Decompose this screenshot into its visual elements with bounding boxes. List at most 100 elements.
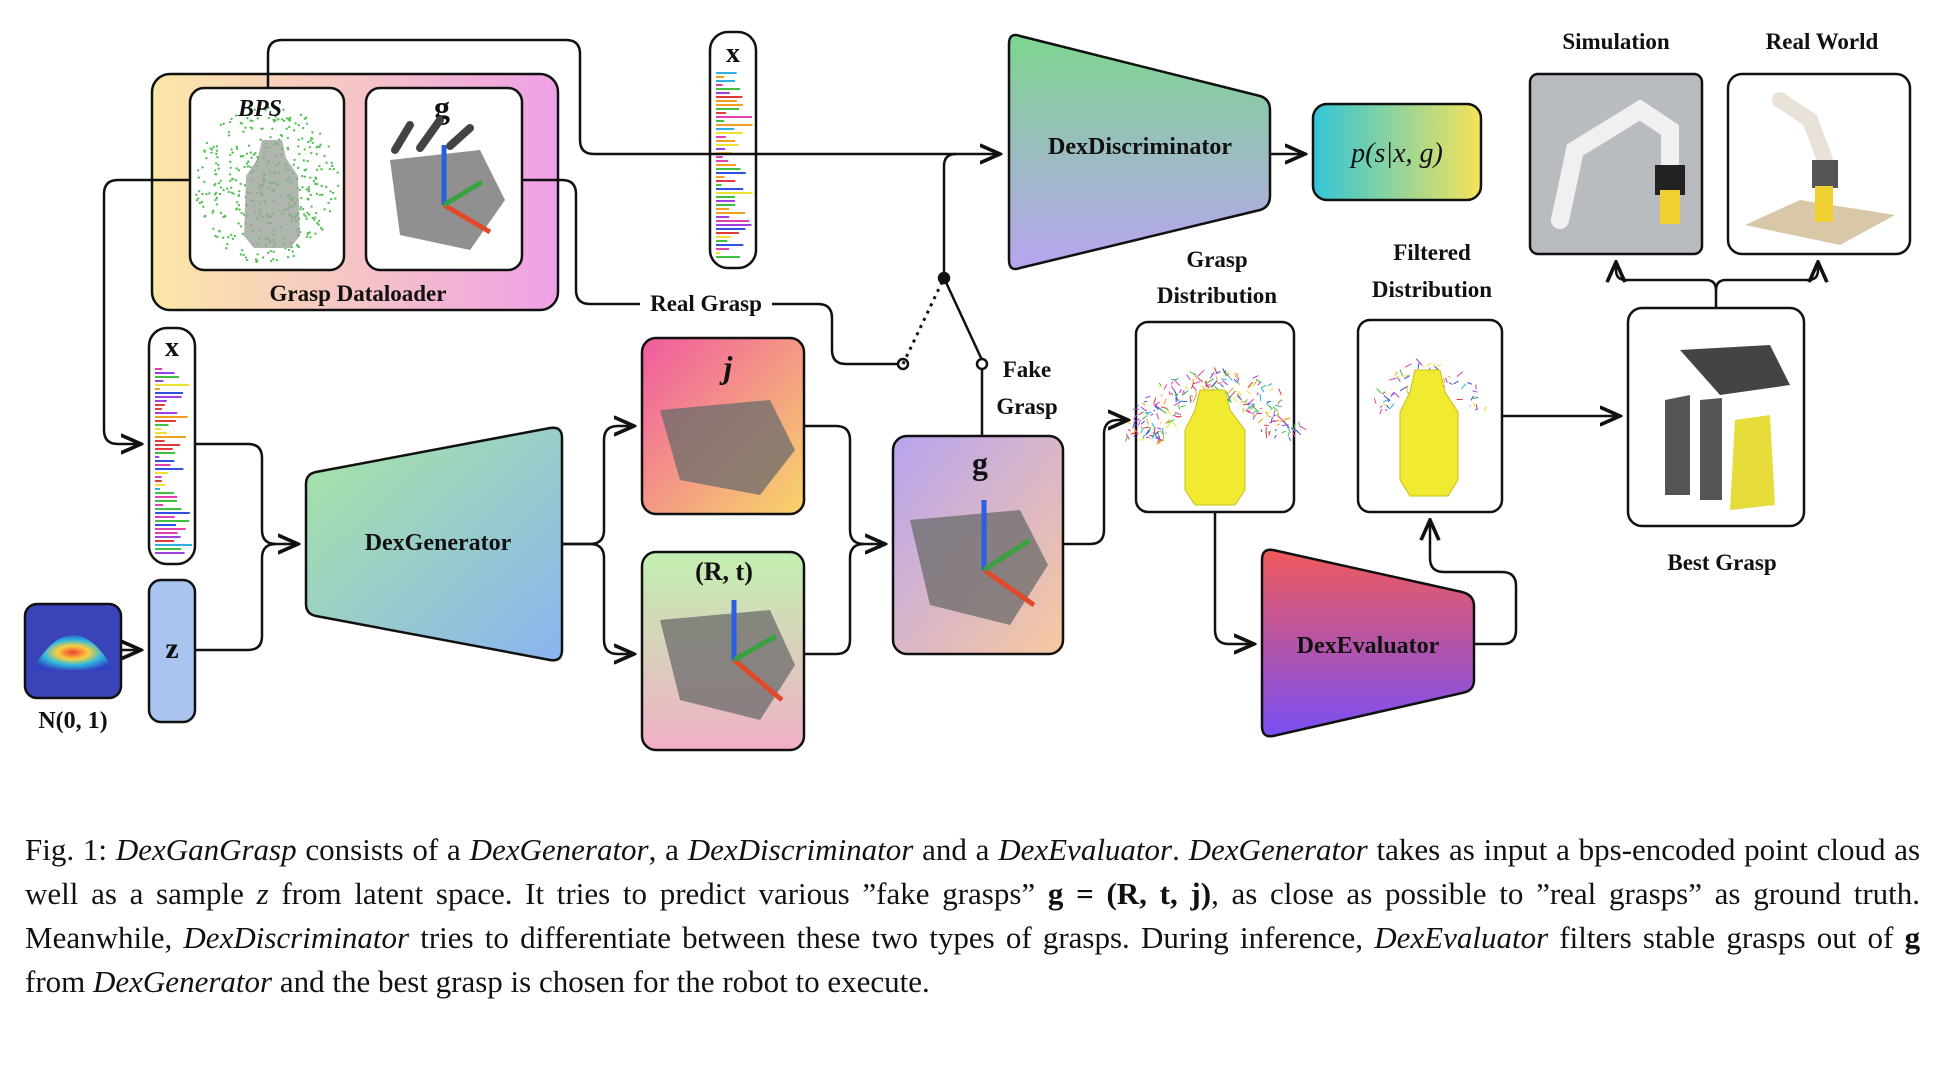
vector-bar — [716, 164, 737, 166]
point — [227, 190, 230, 194]
point — [243, 184, 247, 187]
point — [297, 166, 300, 170]
grasp-spike — [1461, 383, 1467, 390]
point — [196, 169, 200, 172]
point — [213, 169, 217, 172]
dataloader-label: Grasp Dataloader — [270, 281, 447, 306]
grasp-spike — [1145, 411, 1152, 414]
grasp-spike — [1227, 387, 1234, 394]
point — [269, 259, 273, 263]
vector-bar — [155, 432, 167, 434]
point — [310, 151, 313, 155]
vector-bar — [716, 144, 739, 146]
point — [305, 122, 309, 125]
grasp-spike — [1156, 412, 1160, 420]
point — [275, 113, 278, 117]
grasp-spike — [1144, 400, 1148, 403]
grasp-spike — [1388, 403, 1395, 410]
point — [203, 180, 206, 184]
point — [297, 245, 301, 249]
grasp-spike — [1181, 390, 1185, 395]
point — [269, 136, 272, 139]
grasp-spike — [1299, 425, 1307, 431]
grasp-spike — [1396, 376, 1401, 382]
grasp-spike — [1132, 430, 1137, 434]
point — [302, 159, 305, 162]
grasp-spike — [1174, 392, 1178, 395]
grasp-spike — [1393, 391, 1400, 398]
grasp-spike — [1273, 420, 1277, 423]
point — [227, 236, 230, 239]
point — [212, 227, 215, 231]
vector-bar — [716, 196, 735, 198]
point — [214, 172, 218, 176]
point — [309, 236, 312, 239]
grasp-spike — [1151, 432, 1157, 440]
point — [311, 131, 314, 134]
point — [197, 176, 200, 179]
point — [309, 193, 313, 197]
grasp-spike — [1171, 421, 1177, 428]
grasp-spike — [1226, 373, 1230, 376]
vector-bar — [716, 80, 736, 82]
vector-bar — [155, 496, 178, 498]
svg-text:DexDiscriminator: DexDiscriminator — [1048, 134, 1232, 160]
point — [317, 223, 320, 226]
point — [293, 158, 296, 162]
point — [235, 167, 238, 170]
grasp-spike — [1276, 423, 1281, 426]
simulation-panel: Simulation — [1528, 29, 1704, 256]
point — [230, 117, 233, 121]
vector-bar — [155, 440, 165, 442]
point — [305, 188, 308, 191]
grasp-spike — [1209, 371, 1215, 379]
vector-bar — [716, 248, 730, 250]
grasp-spike — [1417, 363, 1420, 370]
point — [307, 188, 310, 191]
point — [261, 256, 265, 259]
point — [237, 169, 241, 172]
point — [298, 188, 301, 192]
j-panel: j — [640, 336, 806, 516]
point — [250, 156, 253, 160]
point — [198, 190, 201, 193]
vector-bar — [716, 92, 730, 94]
point — [218, 230, 222, 233]
vector-bar — [716, 104, 743, 106]
point — [235, 201, 239, 204]
point — [226, 187, 229, 190]
point — [327, 145, 330, 148]
grasp-spike — [1216, 370, 1221, 374]
grasp-spike — [1383, 395, 1391, 402]
point — [272, 257, 275, 261]
grasp-spike — [1237, 382, 1240, 386]
point — [288, 119, 291, 122]
point — [327, 201, 330, 205]
vector-bar — [716, 192, 753, 194]
grasp-spike — [1257, 418, 1264, 424]
vector-bar — [155, 480, 162, 482]
grasp-spike — [1236, 373, 1239, 381]
grasp-spike — [1220, 383, 1224, 388]
caption-fig-number: Fig. 1: — [25, 832, 108, 867]
g-label-top: g — [434, 89, 450, 125]
vector-bar — [716, 252, 721, 254]
vector-bar — [716, 212, 746, 214]
point — [228, 173, 232, 176]
grasp-spike — [1259, 394, 1262, 402]
vector-bar — [716, 176, 725, 178]
point — [318, 164, 321, 168]
grasp-spike — [1267, 404, 1273, 410]
point — [261, 127, 264, 130]
best-grasp-panel: Best Grasp — [1626, 306, 1806, 575]
x-vector-left: x — [147, 326, 197, 566]
point — [316, 221, 319, 225]
vector-bar — [716, 112, 726, 114]
grasp-spike — [1151, 422, 1157, 430]
point — [267, 251, 270, 254]
point — [291, 250, 295, 253]
vector-bar — [716, 116, 752, 118]
point — [247, 113, 251, 116]
point — [318, 193, 322, 197]
point — [243, 165, 246, 169]
